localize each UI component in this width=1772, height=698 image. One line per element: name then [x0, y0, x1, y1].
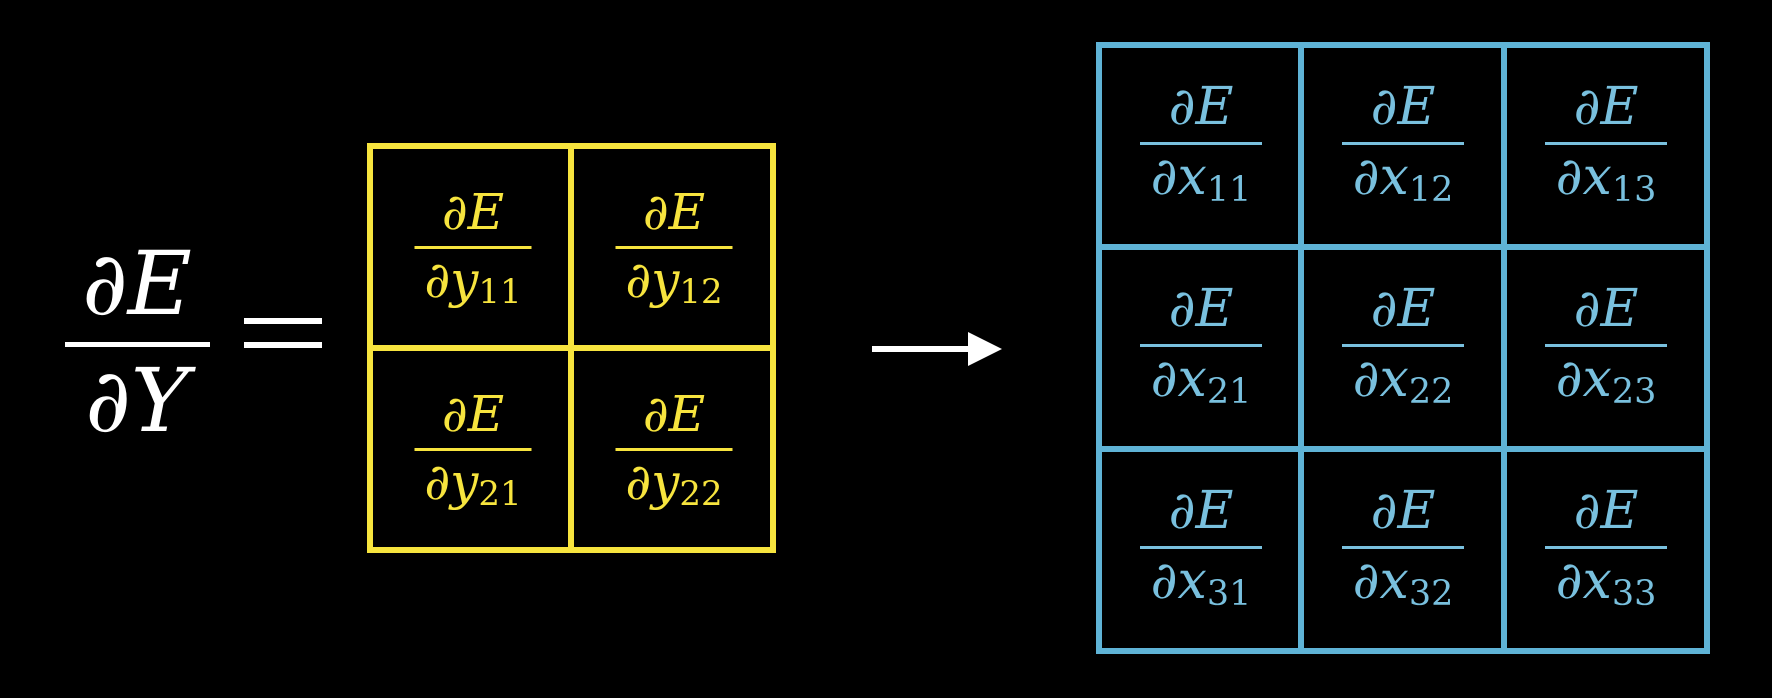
- cell-fraction-bar: [1140, 546, 1262, 549]
- cell-numerator: ∂E: [1370, 279, 1436, 339]
- matrix-cell: ∂E ∂x31: [1100, 450, 1302, 652]
- cell-denominator: ∂y11: [424, 251, 522, 312]
- cell-fraction-bar: [615, 448, 733, 451]
- cell-fraction-bar: [1545, 546, 1667, 549]
- cell-denominator: ∂y22: [625, 453, 723, 514]
- matrix-cell: ∂E ∂x13: [1505, 46, 1707, 248]
- equals-sign: [244, 318, 322, 358]
- cell-fraction-bar: [1545, 142, 1667, 145]
- cell-fraction-bar: [1140, 344, 1262, 347]
- cell-fraction-bar: [414, 448, 532, 451]
- cell-numerator: ∂E: [441, 385, 505, 443]
- matrix-cell: ∂E ∂x23: [1505, 248, 1707, 450]
- cell-denominator: ∂x11: [1150, 147, 1252, 210]
- matrix-cell: ∂E ∂x33: [1505, 450, 1707, 652]
- cell-numerator: ∂E: [1370, 481, 1436, 541]
- matrix-cell: ∂E ∂x32: [1302, 450, 1504, 652]
- cell-fraction-bar: [615, 246, 733, 249]
- cell-denominator: ∂y12: [625, 251, 723, 312]
- cell-numerator: ∂E: [1573, 77, 1639, 137]
- lhs-denominator: ∂Y: [85, 349, 189, 452]
- cell-denominator: ∂x23: [1555, 349, 1657, 412]
- cell-numerator: ∂E: [1573, 279, 1639, 339]
- cell-denominator: ∂x32: [1352, 551, 1454, 614]
- cell-numerator: ∂E: [1168, 77, 1234, 137]
- output-gradient-matrix: ∂E ∂y11 ∂E ∂y12 ∂E ∂y21 ∂E ∂y22: [367, 143, 776, 553]
- lhs-fraction-bar: [64, 342, 210, 347]
- matrix-cell: ∂E ∂x22: [1302, 248, 1504, 450]
- lhs-fraction: ∂E ∂Y: [62, 240, 212, 445]
- matrix-cell: ∂E ∂y11: [373, 149, 573, 349]
- cell-numerator: ∂E: [642, 183, 706, 241]
- lhs-numerator: ∂E: [82, 232, 192, 335]
- cell-numerator: ∂E: [1370, 77, 1436, 137]
- cell-fraction-bar: [1342, 546, 1464, 549]
- cell-denominator: ∂x22: [1352, 349, 1454, 412]
- cell-numerator: ∂E: [441, 183, 505, 241]
- cell-numerator: ∂E: [642, 385, 706, 443]
- cell-numerator: ∂E: [1573, 481, 1639, 541]
- matrix-cell: ∂E ∂x12: [1302, 46, 1504, 248]
- cell-denominator: ∂y21: [424, 453, 522, 514]
- matrix-cell: ∂E ∂x21: [1100, 248, 1302, 450]
- cell-denominator: ∂x33: [1555, 551, 1657, 614]
- matrix-cell: ∂E ∂y22: [574, 351, 774, 551]
- cell-fraction-bar: [414, 246, 532, 249]
- cell-denominator: ∂x12: [1352, 147, 1454, 210]
- cell-fraction-bar: [1545, 344, 1667, 347]
- cell-denominator: ∂x21: [1150, 349, 1252, 412]
- cell-fraction-bar: [1140, 142, 1262, 145]
- cell-denominator: ∂x31: [1150, 551, 1252, 614]
- cell-numerator: ∂E: [1168, 279, 1234, 339]
- right-arrow-icon: [872, 332, 1002, 368]
- input-gradient-matrix: ∂E ∂x11 ∂E ∂x12 ∂E ∂x13 ∂E ∂x21 ∂E ∂x22: [1096, 42, 1710, 654]
- cell-numerator: ∂E: [1168, 481, 1234, 541]
- cell-fraction-bar: [1342, 344, 1464, 347]
- matrix-cell: ∂E ∂y12: [574, 149, 774, 349]
- matrix-cell: ∂E ∂x11: [1100, 46, 1302, 248]
- cell-denominator: ∂x13: [1555, 147, 1657, 210]
- cell-fraction-bar: [1342, 142, 1464, 145]
- matrix-cell: ∂E ∂y21: [373, 351, 573, 551]
